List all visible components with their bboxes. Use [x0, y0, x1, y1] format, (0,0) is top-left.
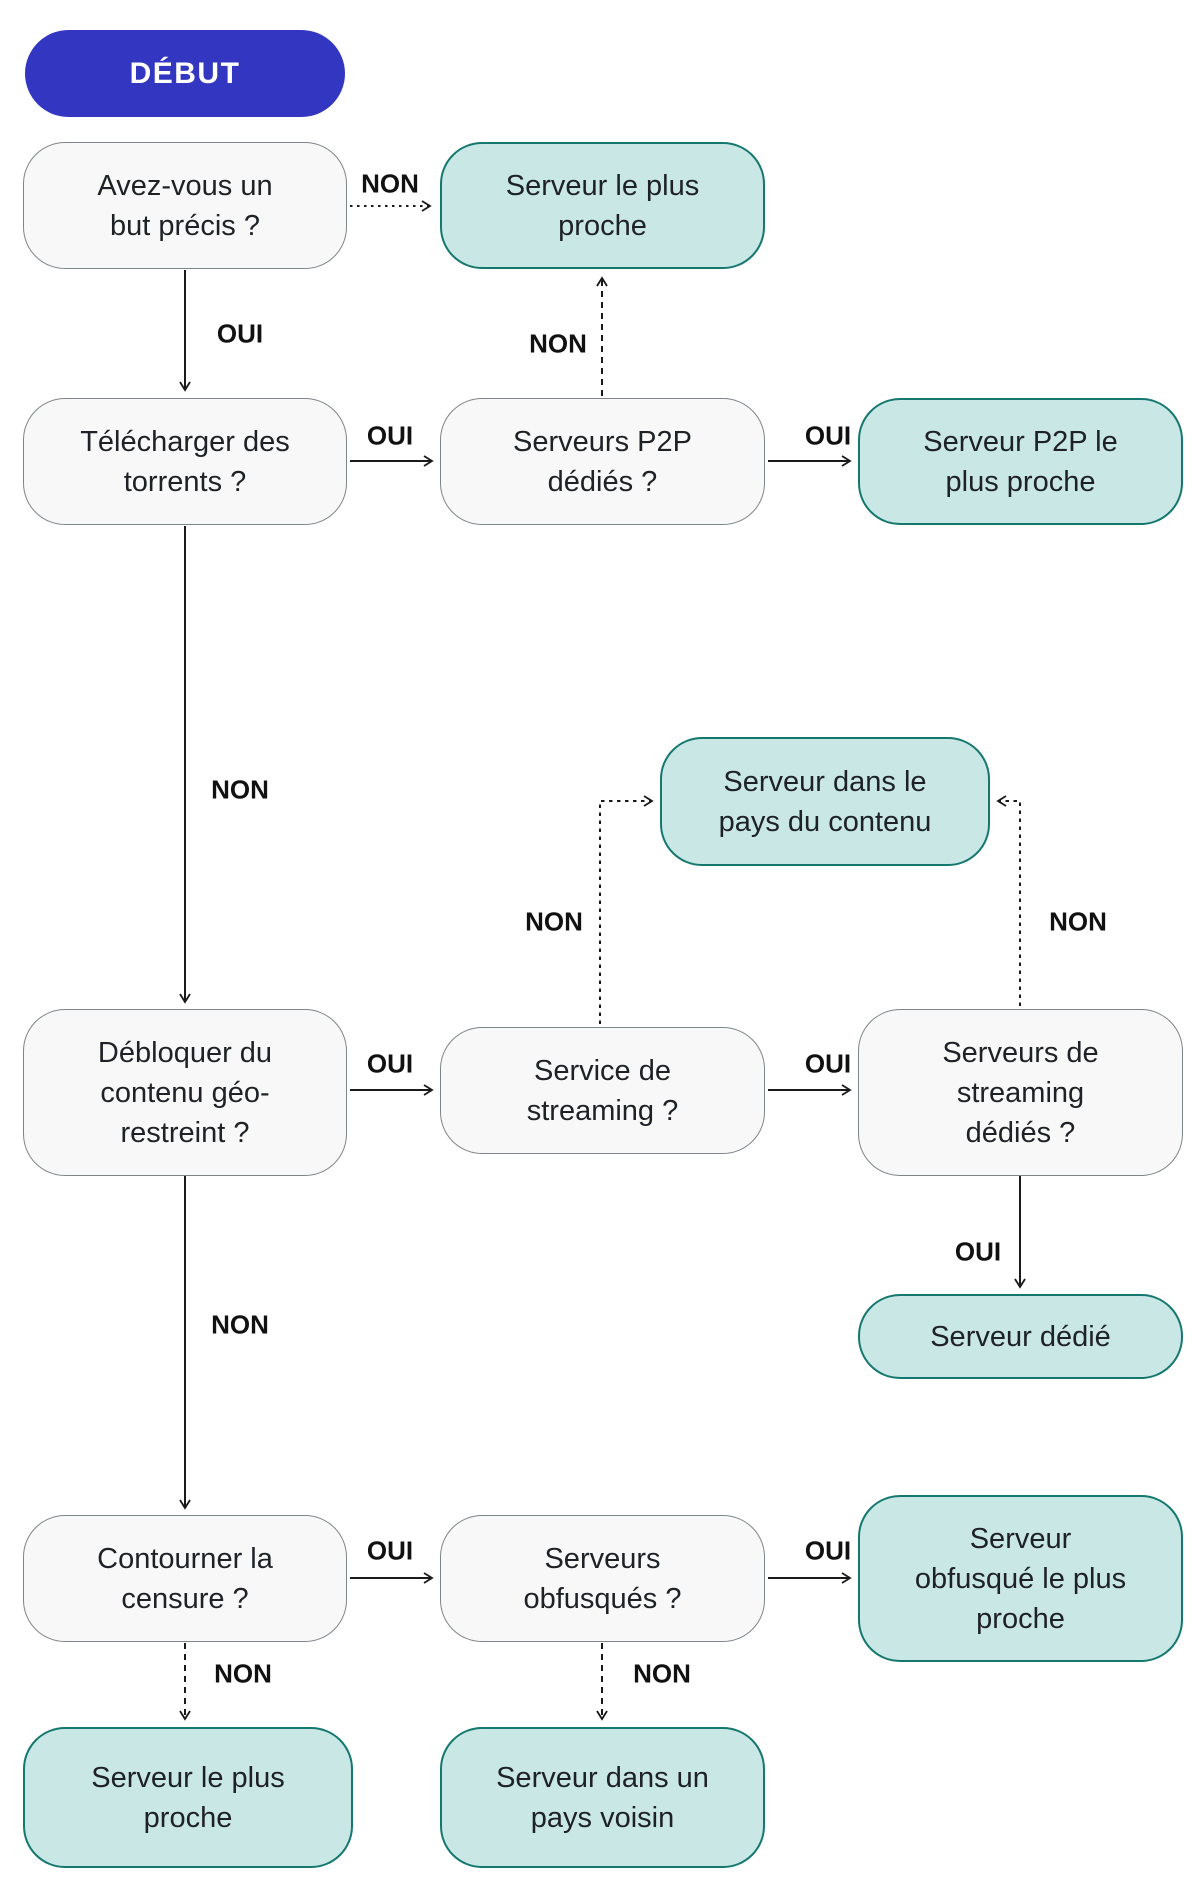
edge-label-oui-geo-restreint: OUI	[366, 1048, 414, 1079]
result-serveur-dedie: Serveur dédié	[858, 1294, 1183, 1379]
edge-label-oui-obfusques: OUI	[804, 1535, 852, 1566]
question-contourner-censure: Contourner la censure ?	[23, 1515, 347, 1642]
result-serveur-obfusque-le-plus-proche: Serveur obfusqué le plus proche	[858, 1495, 1183, 1662]
result-serveur-le-plus-proche-bas: Serveur le plus proche	[23, 1727, 353, 1868]
result-serveur-le-plus-proche-haut: Serveur le plus proche	[440, 142, 765, 269]
result-serveur-pays-du-contenu: Serveur dans le pays du contenu	[660, 737, 990, 866]
edge-label-oui-streaming-dedies: OUI	[954, 1236, 1002, 1267]
edge-label-non-censure: NON	[214, 1658, 272, 1689]
edge-label-non-p2p-dedies: NON	[529, 328, 587, 359]
result-serveur-p2p-le-plus-proche: Serveur P2P le plus proche	[858, 398, 1183, 525]
edge-label-oui-p2p-dedies: OUI	[804, 420, 852, 451]
start-node: DÉBUT	[25, 30, 345, 117]
edge-label-non-streaming: NON	[525, 906, 583, 937]
question-serveurs-streaming-dedies: Serveurs de streaming dédiés ?	[858, 1009, 1183, 1176]
edge-label-oui-streaming: OUI	[804, 1048, 852, 1079]
question-serveurs-obfusques: Serveurs obfusqués ?	[440, 1515, 765, 1642]
edge-label-non-obfusques: NON	[633, 1658, 691, 1689]
question-serveurs-p2p-dedies: Serveurs P2P dédiés ?	[440, 398, 765, 525]
edge-label-oui-but-precis: OUI	[216, 318, 264, 349]
question-telecharger-torrents: Télécharger des torrents ?	[23, 398, 347, 525]
question-debloquer-geo-restreint: Débloquer du contenu géo- restreint ?	[23, 1009, 347, 1176]
question-but-precis: Avez-vous un but précis ?	[23, 142, 347, 269]
edge-label-oui-torrents: OUI	[366, 420, 414, 451]
edge-label-non-torrents: NON	[211, 774, 269, 805]
edge-label-oui-censure: OUI	[366, 1535, 414, 1566]
question-service-streaming: Service de streaming ?	[440, 1027, 765, 1154]
edge-label-non-geo-restreint: NON	[211, 1309, 269, 1340]
edge-label-non-streaming-dedies: NON	[1049, 906, 1107, 937]
edge-label-non-but-precis: NON	[361, 168, 419, 199]
result-serveur-pays-voisin: Serveur dans un pays voisin	[440, 1727, 765, 1868]
